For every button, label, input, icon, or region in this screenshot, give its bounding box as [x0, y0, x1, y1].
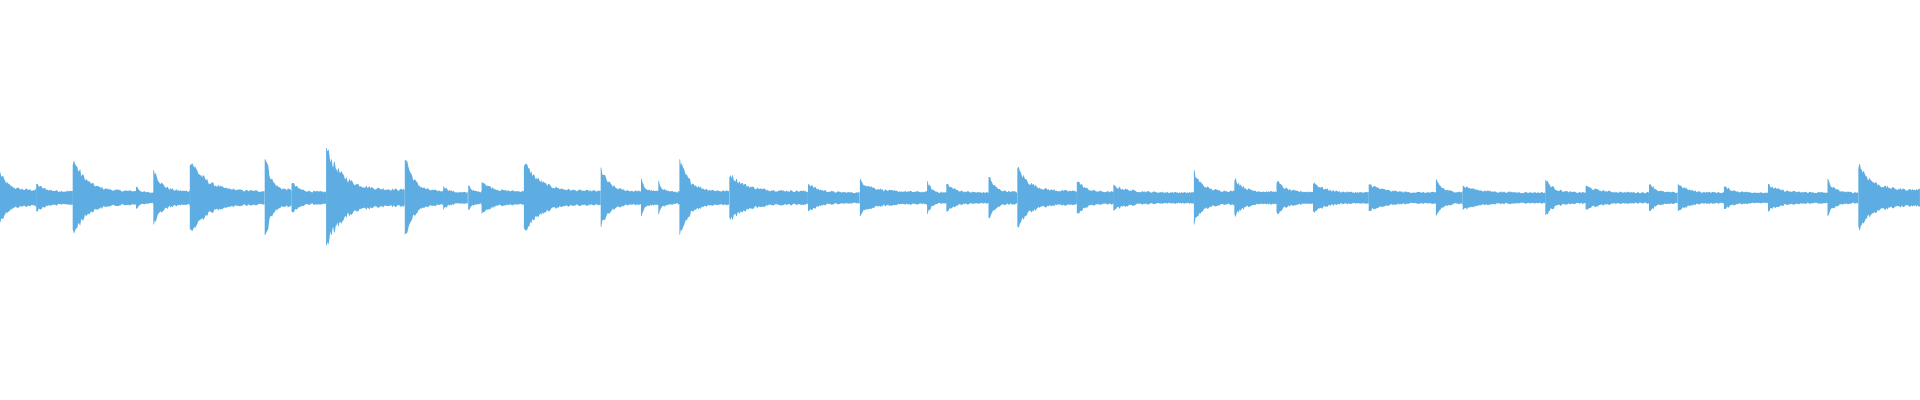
waveform-segment [1545, 179, 1586, 216]
waveform-segment [1193, 170, 1235, 225]
waveform-segment [600, 167, 642, 227]
waveform-segment [679, 159, 729, 235]
waveform-segment [729, 174, 808, 220]
waveform-segment [1234, 177, 1277, 218]
waveform-segment [36, 183, 73, 212]
waveform-segment [1677, 183, 1725, 212]
waveform-segment [1858, 164, 1920, 231]
waveform-segment [136, 186, 154, 209]
waveform-segment [1076, 181, 1114, 214]
waveform-segment [264, 159, 292, 236]
waveform-segment [1435, 179, 1463, 216]
waveform-segment [481, 181, 525, 215]
waveform-segment [658, 180, 680, 215]
waveform-segment [1649, 184, 1678, 212]
waveform-segment [523, 163, 601, 231]
waveform-segment [988, 177, 1018, 219]
waveform-segment [1827, 178, 1859, 217]
waveform-segment [153, 170, 190, 225]
waveform-segment [641, 178, 659, 217]
waveform-segment [72, 160, 137, 234]
waveform-segment [291, 182, 327, 213]
waveform-segment [808, 183, 860, 212]
waveform-segment [189, 162, 265, 232]
waveform-segment [1113, 184, 1194, 211]
waveform-segment [1313, 182, 1369, 213]
waveform-segment [946, 183, 989, 212]
waveform-segment [927, 181, 947, 214]
waveform-segment [1462, 185, 1546, 210]
waveform-segment [0, 172, 37, 223]
waveform-segment [1723, 186, 1769, 210]
waveform-segment [404, 159, 444, 235]
waveform-segment [1276, 180, 1314, 215]
waveform-segment [1368, 184, 1437, 212]
waveform-segment [1768, 183, 1828, 212]
waveform-segment [468, 185, 482, 211]
waveform-segment [443, 186, 468, 211]
waveform-segment [1585, 185, 1650, 210]
waveform-segment [1017, 166, 1077, 228]
waveform-segment [326, 147, 405, 246]
waveform-segment [859, 178, 928, 217]
